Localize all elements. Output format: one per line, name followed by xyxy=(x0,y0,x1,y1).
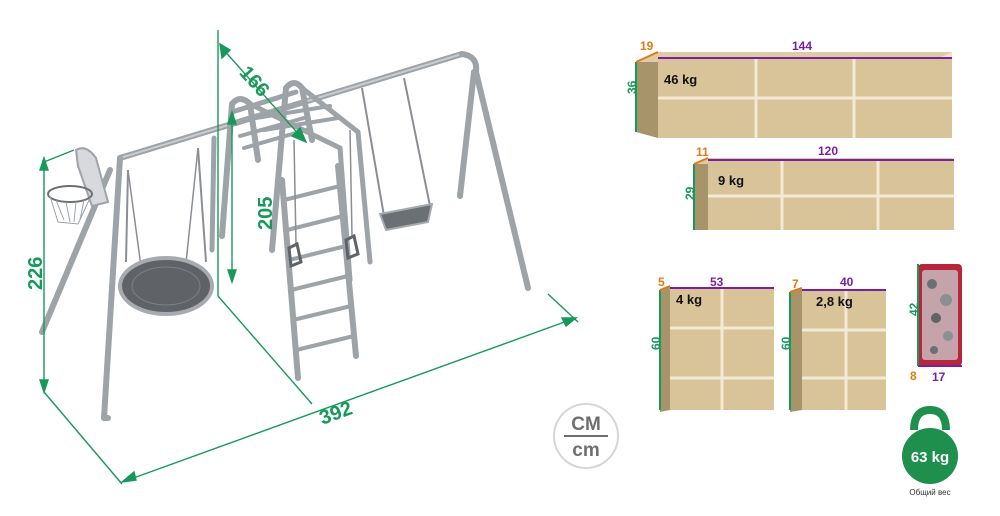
box-2-height: 29 xyxy=(683,186,697,200)
total-height-label: 226 xyxy=(25,257,47,290)
parts-bag: 42 8 17 xyxy=(907,264,962,384)
bag-width: 17 xyxy=(932,370,946,384)
inner-height-label: 205 xyxy=(255,197,277,230)
box-2-weight: 9 kg xyxy=(718,173,744,188)
unit-badge: CM cm xyxy=(553,403,619,469)
box-4: 7 40 60 2,8 kg xyxy=(779,275,886,412)
box-4-height: 60 xyxy=(779,336,793,350)
box-3-weight: 4 kg xyxy=(676,292,702,307)
box-3-depth: 5 xyxy=(658,275,665,289)
swing-set-frame xyxy=(39,51,531,421)
box-4-weight: 2,8 kg xyxy=(816,294,853,309)
box-3-height: 60 xyxy=(649,336,663,350)
dimension-lines xyxy=(39,30,579,485)
box-4-depth: 7 xyxy=(792,277,799,291)
flat-swing xyxy=(361,77,434,232)
box-2-depth: 11 xyxy=(696,145,709,159)
box-3-length: 53 xyxy=(710,275,724,289)
kettlebell-icon: 63 kg Общий вес xyxy=(902,405,958,497)
box-1-length: 144 xyxy=(792,39,812,53)
box-4-length: 40 xyxy=(840,275,854,289)
nest-swing xyxy=(118,147,214,316)
box-1-weight: 46 kg xyxy=(664,72,697,87)
gym-rings xyxy=(287,129,360,269)
box-1-depth: 19 xyxy=(640,39,654,53)
box-2-length: 120 xyxy=(818,144,838,158)
total-weight-value: 63 kg xyxy=(911,449,949,466)
box-3: 5 53 60 4 kg xyxy=(649,275,774,412)
box-1-height: 36 xyxy=(625,80,639,94)
depth-label: 166 xyxy=(235,62,274,102)
bag-height: 42 xyxy=(907,302,921,316)
basketball-hoop xyxy=(47,147,110,225)
box-2: 11 120 29 9 kg xyxy=(683,144,954,230)
box-1: 19 144 36 46 kg xyxy=(625,39,952,138)
unit-bottom: cm xyxy=(572,440,599,461)
unit-top: CM xyxy=(571,414,601,435)
total-weight-caption: Общий вес xyxy=(909,488,950,497)
bag-depth: 8 xyxy=(910,369,917,383)
width-label: 392 xyxy=(317,397,356,429)
